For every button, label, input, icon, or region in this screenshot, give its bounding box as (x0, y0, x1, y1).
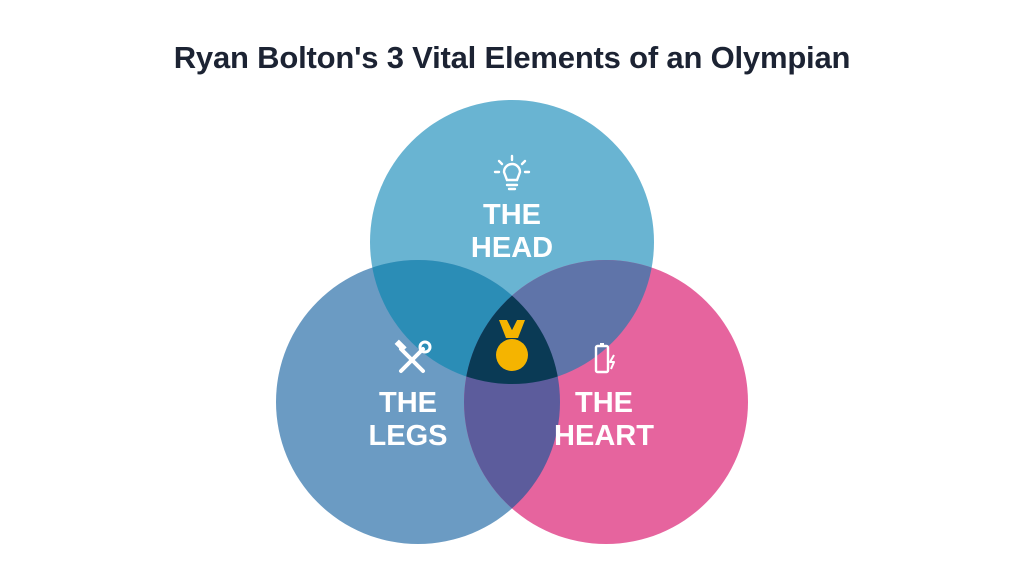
head-label-line1: THE (483, 199, 541, 231)
head-label-line2: HEAD (471, 232, 553, 264)
battery-charging-icon (594, 343, 615, 374)
lightbulb-icon (493, 154, 531, 191)
heart-label-line1: THE (575, 387, 633, 419)
page-title: Ryan Bolton's 3 Vital Elements of an Oly… (173, 40, 851, 75)
overlap-center (464, 260, 560, 384)
tools-icon (394, 339, 432, 373)
medal-icon (496, 320, 528, 371)
legs-label-line2: LEGS (369, 420, 448, 452)
heart-label-line2: HEART (554, 420, 654, 452)
legs-label-line1: THE (379, 387, 437, 419)
